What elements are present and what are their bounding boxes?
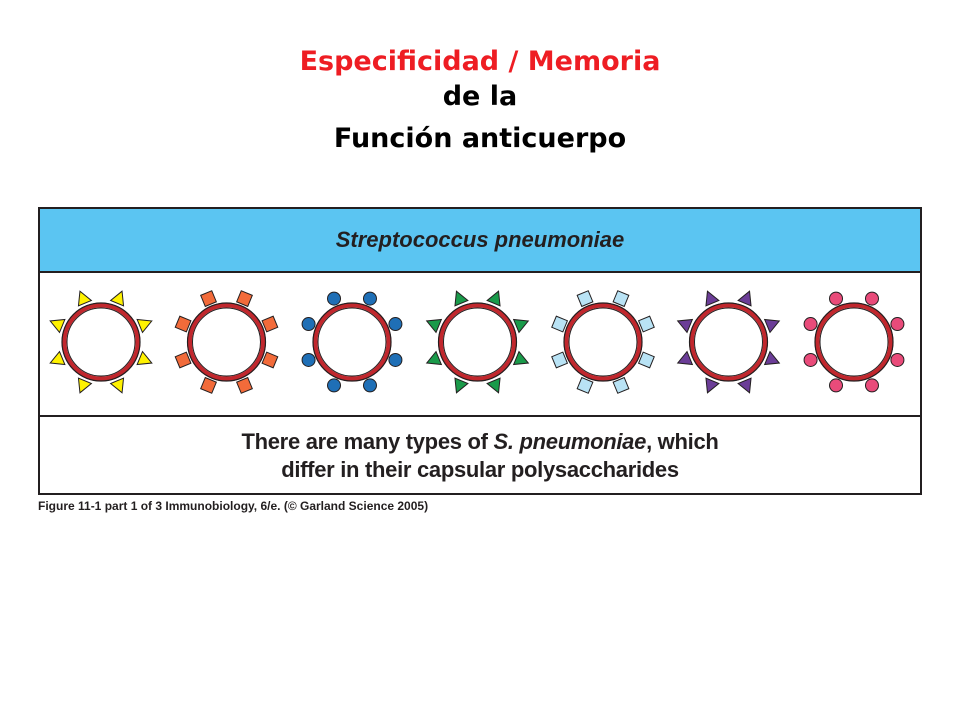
cell-outline [312, 302, 392, 382]
capsule-polysaccharide [362, 291, 377, 306]
capsule-polysaccharide [362, 378, 377, 393]
capsule-polysaccharide [551, 315, 569, 333]
capsule-polysaccharide [512, 318, 530, 334]
caption-species: S. pneumoniae [493, 429, 647, 454]
capsule-polysaccharide [261, 351, 279, 369]
caption-line2: differ in their capsular polysaccharides [281, 457, 679, 482]
capsule-polysaccharide [235, 290, 253, 308]
cell-outline [563, 302, 643, 382]
capsule-polysaccharide [301, 352, 316, 367]
capsule-polysaccharide [551, 351, 569, 369]
capsule-polysaccharide [301, 317, 316, 332]
slide-title-line3: Función anticuerpo [333, 123, 627, 154]
bacterium-3 [301, 291, 403, 393]
cell-wall [814, 302, 894, 382]
capsule-polysaccharide [77, 377, 93, 394]
cell-inner-outline [317, 307, 387, 377]
capsule-polysaccharide [737, 377, 752, 394]
capsule-polysaccharide [109, 377, 125, 394]
cell-outline [688, 302, 769, 382]
cell-wall [438, 302, 517, 382]
cell-inner-outline [443, 307, 512, 377]
capsule-polysaccharide [200, 290, 218, 308]
bacteria-illustration [49, 290, 905, 394]
capsule-polysaccharide [890, 352, 905, 367]
capsule-polysaccharide [612, 376, 630, 394]
capsule-polysaccharide [890, 317, 905, 332]
slide-title-line1: Especificidad / Memoria [299, 46, 661, 77]
capsule-polysaccharide [454, 377, 469, 394]
capsule-polysaccharide [763, 350, 781, 366]
cell-inner-outline [819, 307, 889, 377]
capsule-polysaccharide [676, 350, 694, 366]
cell-wall [312, 302, 392, 382]
capsule-polysaccharide [425, 350, 443, 366]
capsule-polysaccharide [200, 376, 218, 394]
capsule-polysaccharide [235, 376, 253, 394]
cell-wall [689, 302, 768, 382]
caption-prefix: There are many types of [241, 429, 494, 454]
capsule-polysaccharide [136, 350, 153, 366]
cell-outline [814, 302, 894, 382]
capsule-polysaccharide [576, 376, 594, 394]
cell-wall [61, 302, 141, 382]
figure-caption: There are many types of S. pneumoniae, w… [40, 417, 920, 495]
capsule-polysaccharide [109, 290, 125, 307]
caption-line1: There are many types of S. pneumoniae, w… [241, 428, 718, 456]
bacteria-row [40, 273, 920, 417]
capsule-polysaccharide [77, 290, 93, 307]
capsule-polysaccharide [425, 318, 443, 334]
slide-title-line2: de la [442, 81, 518, 112]
capsule-polysaccharide [512, 350, 530, 366]
capsule-polysaccharide [864, 378, 879, 393]
capsule-polysaccharide [49, 318, 66, 334]
cell-outline [61, 302, 141, 382]
bacterium-7 [803, 291, 905, 393]
capsule-polysaccharide [705, 377, 720, 394]
caption-suffix: , which [646, 429, 719, 454]
capsule-polysaccharide [864, 291, 879, 306]
capsule-polysaccharide [763, 318, 781, 334]
capsule-polysaccharide [261, 315, 279, 333]
capsule-polysaccharide [174, 315, 192, 333]
cell-outline [437, 302, 518, 382]
capsule-polysaccharide [136, 318, 153, 334]
cell-outline [186, 302, 267, 382]
species-banner: Streptococcus pneumoniae [40, 209, 920, 273]
capsule-polysaccharide [829, 291, 844, 306]
capsule-polysaccharide [388, 352, 403, 367]
bacterium-6 [676, 290, 781, 394]
capsule-polysaccharide [803, 317, 818, 332]
cell-wall [187, 302, 266, 382]
cell-wall [563, 302, 643, 382]
capsule-polysaccharide [637, 351, 655, 369]
capsule-polysaccharide [174, 351, 192, 369]
bacterium-2 [174, 290, 279, 394]
capsule-polysaccharide [454, 290, 469, 307]
capsule-polysaccharide [803, 352, 818, 367]
capsule-polysaccharide [737, 290, 752, 307]
capsule-polysaccharide [327, 378, 342, 393]
cell-inner-outline [694, 307, 763, 377]
capsule-polysaccharide [486, 290, 501, 307]
capsule-polysaccharide [612, 290, 630, 308]
capsule-polysaccharide [576, 290, 594, 308]
capsule-polysaccharide [388, 317, 403, 332]
cell-inner-outline [66, 307, 136, 377]
capsule-polysaccharide [486, 377, 501, 394]
capsule-polysaccharide [637, 315, 655, 333]
cell-inner-outline [568, 307, 638, 377]
capsule-polysaccharide [829, 378, 844, 393]
capsule-polysaccharide [705, 290, 720, 307]
figure-panel: Streptococcus pneumoniae There are many … [38, 207, 922, 495]
bacterium-5 [551, 290, 655, 394]
figure-credit: Figure 11-1 part 1 of 3 Immunobiology, 6… [38, 499, 429, 513]
bacterium-1 [49, 290, 153, 394]
species-label: Streptococcus pneumoniae [335, 227, 625, 252]
bacterium-4 [425, 290, 530, 394]
cell-inner-outline [192, 307, 261, 377]
capsule-polysaccharide [327, 291, 342, 306]
capsule-polysaccharide [676, 318, 694, 334]
capsule-polysaccharide [49, 350, 66, 366]
